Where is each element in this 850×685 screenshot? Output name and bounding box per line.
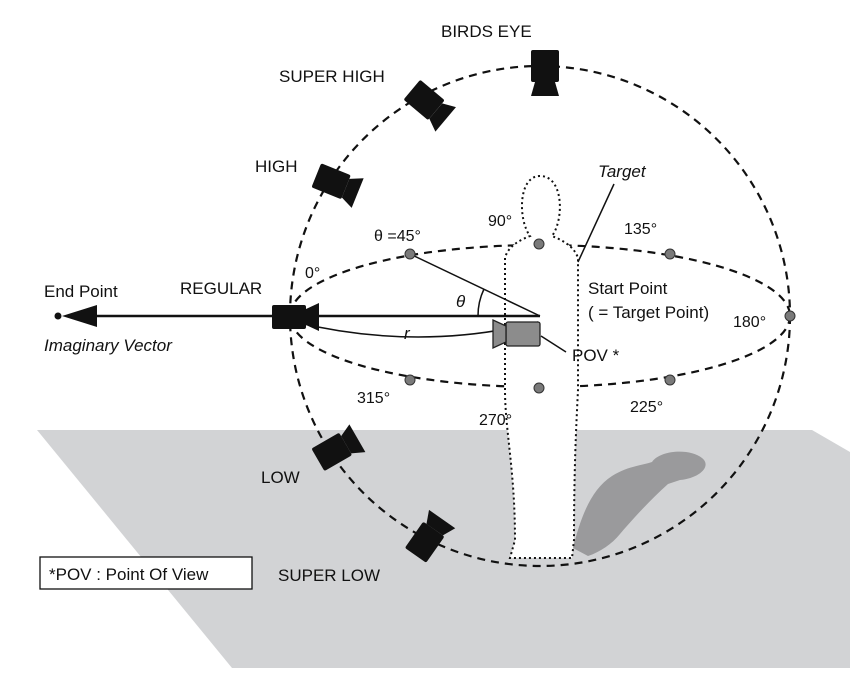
dot-270 xyxy=(533,382,545,394)
label-end-point: End Point xyxy=(44,282,118,301)
label-theta: θ xyxy=(456,292,466,311)
pov-leader-line xyxy=(540,335,567,353)
camera-high-icon xyxy=(312,163,364,208)
theta-arc xyxy=(477,288,485,317)
angle-label-90: 90° xyxy=(488,213,512,230)
label-target: Target xyxy=(598,162,647,181)
dot-135 xyxy=(664,248,676,260)
angle-label-225: 225° xyxy=(630,399,663,416)
angle-label-135: 135° xyxy=(624,221,657,238)
angle-label-180: 180° xyxy=(733,314,766,331)
target-figure-outline xyxy=(504,174,579,559)
camera-birds-eye-icon xyxy=(531,50,559,96)
figure-shadow xyxy=(573,451,706,556)
camera-regular-icon xyxy=(272,303,319,331)
label-target-point: ( = Target Point) xyxy=(588,303,709,322)
dot-90 xyxy=(533,238,545,250)
angle-label-315: 315° xyxy=(357,390,390,407)
label-birds-eye: BIRDS EYE xyxy=(441,22,532,41)
angle-label-0: 0° xyxy=(305,265,320,282)
dot-315 xyxy=(404,374,416,386)
angle-dots xyxy=(404,238,796,394)
theta-line xyxy=(409,253,541,317)
camera-super-low-icon xyxy=(405,509,456,562)
camera-low-icon xyxy=(312,424,366,471)
target-leader-line xyxy=(577,183,615,263)
label-super-high: SUPER HIGH xyxy=(279,67,385,86)
label-high: HIGH xyxy=(255,157,298,176)
dot-225 xyxy=(664,374,676,386)
legend-note: *POV : Point Of View xyxy=(49,565,209,584)
angle-label-45: θ =45° xyxy=(374,228,421,245)
angle-label-270: 270° xyxy=(479,412,512,429)
label-start-point: Start Point xyxy=(588,279,668,298)
label-imaginary-vector: Imaginary Vector xyxy=(44,336,173,355)
dot-180 xyxy=(784,310,796,322)
pov-camera-icon xyxy=(492,318,541,350)
floor-plane xyxy=(37,430,850,668)
label-low: LOW xyxy=(261,468,300,487)
vector-arrowhead xyxy=(62,305,97,327)
label-radius: r xyxy=(404,324,411,343)
label-super-low: SUPER LOW xyxy=(278,566,380,585)
end-point-dot xyxy=(54,312,62,320)
dot-45 xyxy=(404,248,416,260)
camera-super-high-icon xyxy=(404,80,456,132)
label-regular: REGULAR xyxy=(180,279,262,298)
label-pov: POV * xyxy=(572,346,620,365)
legend-box xyxy=(39,556,253,590)
